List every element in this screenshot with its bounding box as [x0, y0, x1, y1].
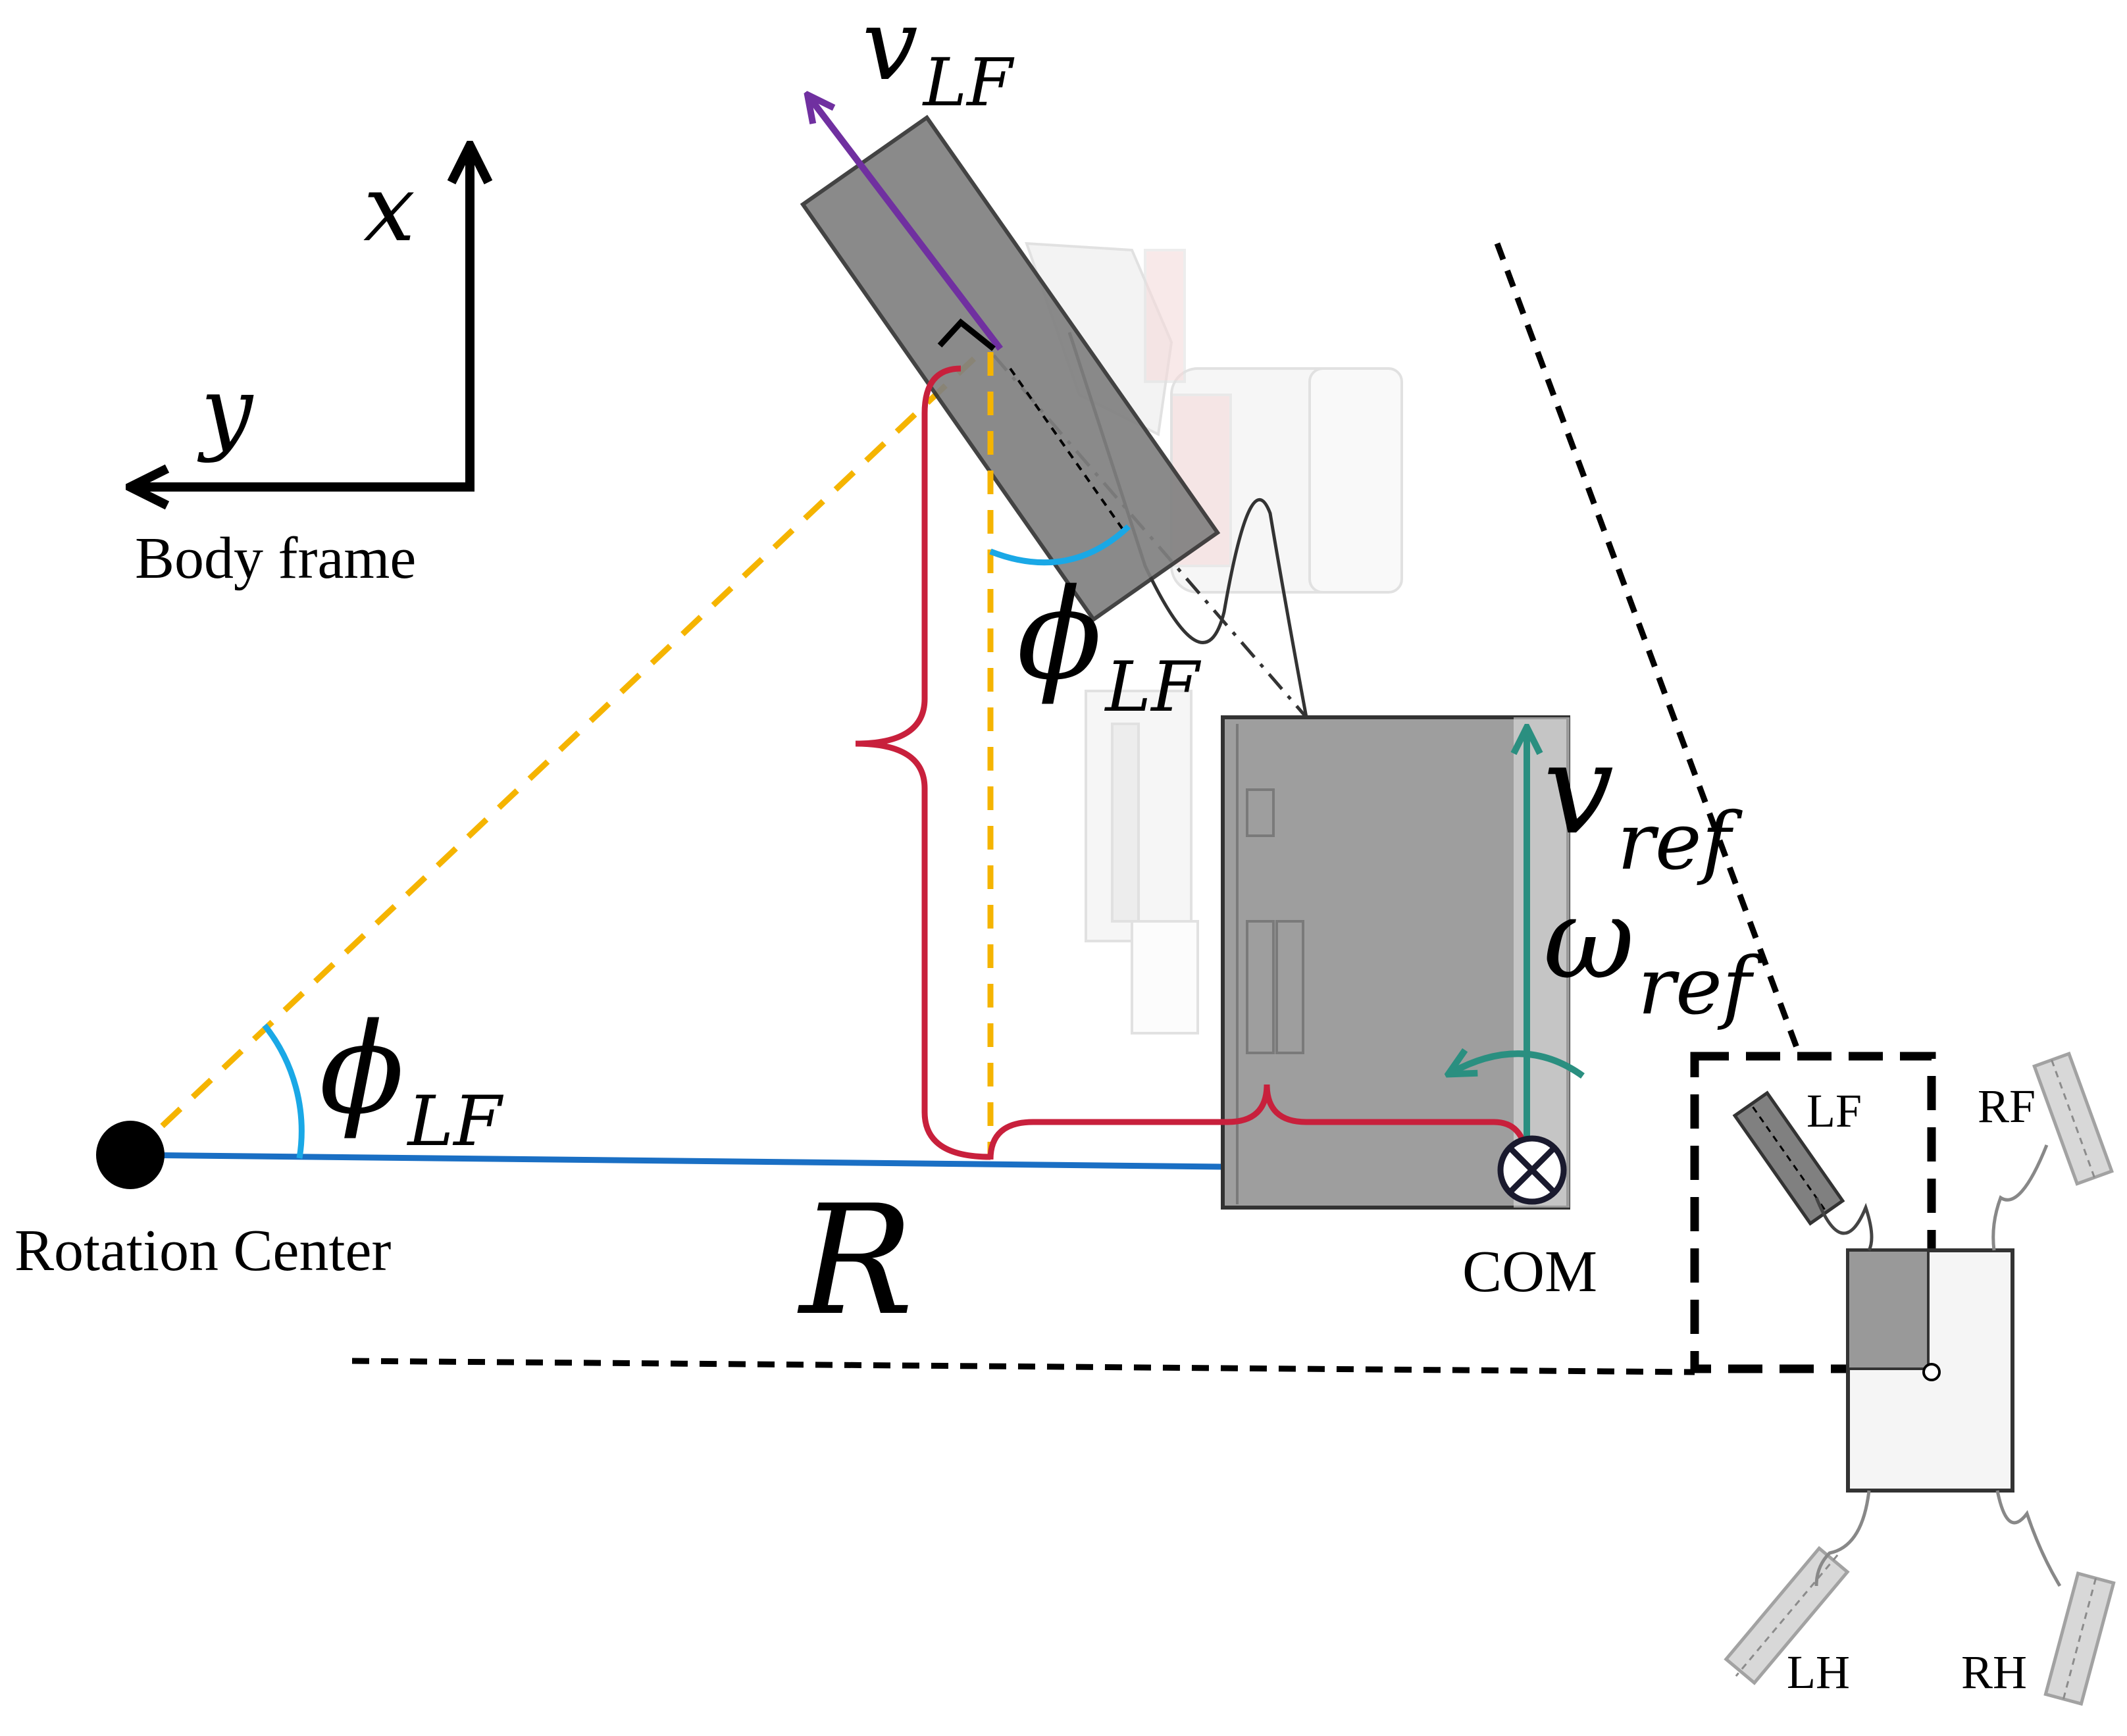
com-label: COM — [1462, 1239, 1597, 1304]
v-lf-label: vLF — [862, 0, 1015, 121]
inset-wheel-rh — [2043, 1571, 2116, 1706]
body-frame-caption: Body frame — [135, 526, 416, 591]
zoom-connector-lower — [351, 1358, 1695, 1375]
inset-label-lf: LF — [1807, 1085, 1862, 1137]
top-phi-angle-arc — [989, 524, 1131, 566]
bottom-phi-angle-arc — [262, 1023, 305, 1159]
leg-dashdot-line — [992, 354, 1308, 719]
inset-rh-link — [1995, 1490, 2062, 1587]
inset-body-highlight — [1847, 1249, 1930, 1370]
body-frame-axes: x y Body frame — [135, 150, 474, 591]
right-angle-mark — [937, 318, 996, 351]
v-ref-label: vref — [1543, 717, 1743, 888]
inset-lh-link — [1814, 1490, 1871, 1587]
omega-ref-arrow — [1451, 1054, 1585, 1079]
inset-label-rf: RF — [1978, 1080, 2036, 1133]
v-lf-arrow — [809, 97, 1003, 351]
wheel-lf-center-dashed — [1009, 367, 1125, 531]
inset-wheel-rf — [2032, 1051, 2114, 1187]
inset-label-rh: RH — [1961, 1646, 2027, 1698]
rotation-center-dot — [96, 1121, 165, 1189]
inset-lf-link — [1814, 1197, 1874, 1252]
inset-rf-link — [1991, 1144, 2049, 1251]
leg-link-curve — [1067, 332, 1308, 718]
omega-ref-label: ωref — [1543, 874, 1764, 1033]
rotation-to-wheel-dashed-line — [129, 356, 977, 1158]
phi-lf-bottom-label: ϕLF — [319, 996, 503, 1162]
radius-label: R — [797, 1173, 913, 1349]
y-axis-label: y — [197, 357, 254, 465]
wheel-lf — [800, 115, 1221, 623]
rotation-center-label: Rotation Center — [14, 1218, 391, 1283]
x-axis-label: x — [363, 155, 415, 263]
inset-robot-overview: LF RF LH RH — [1690, 1051, 2116, 1706]
inset-zoom-box — [1690, 1052, 1936, 1373]
robot-body-side-panel — [1514, 717, 1570, 1208]
inset-label-lh: LH — [1787, 1646, 1850, 1698]
inset-wheel-lf — [1732, 1090, 1845, 1226]
com-cross-b — [1508, 1146, 1556, 1194]
horizontal-brace — [987, 1084, 1530, 1160]
vertical-brace — [855, 365, 991, 1160]
phi-lf-top-label: ϕLF — [1017, 562, 1201, 727]
inset-com-marker — [1922, 1363, 1941, 1381]
